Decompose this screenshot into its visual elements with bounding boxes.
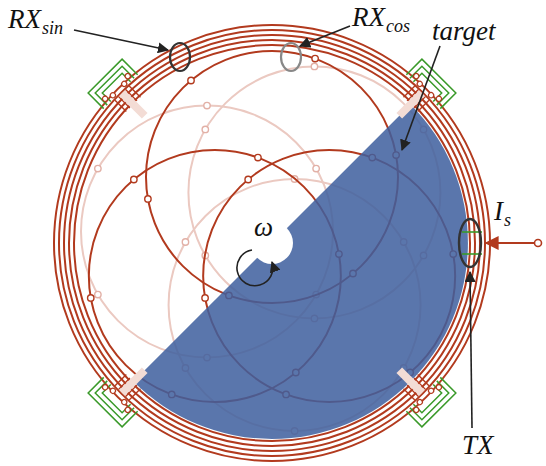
via [95, 165, 101, 171]
tx-winding [69, 40, 475, 446]
via [255, 154, 261, 160]
via [313, 165, 319, 171]
via [204, 102, 210, 108]
via [202, 126, 208, 132]
via [311, 63, 317, 69]
tx-winding [74, 45, 470, 441]
via [95, 291, 101, 297]
tx-winding [59, 30, 485, 456]
crossover [382, 59, 456, 133]
current-subscript: s [504, 211, 511, 229]
tx-feed [459, 219, 542, 267]
via [88, 295, 94, 301]
crossover [88, 353, 162, 427]
signal-subscript: cos [386, 17, 410, 35]
rotation-symbol: ω [254, 214, 273, 241]
signal-name: RX [8, 6, 41, 33]
leader-lines [74, 26, 472, 428]
crossover [382, 353, 456, 427]
via [182, 239, 188, 245]
via [202, 295, 208, 301]
signal-subscript: sin [42, 19, 63, 37]
via [188, 77, 194, 83]
crossover-connectors [88, 59, 456, 427]
tx-winding [54, 25, 490, 461]
coil-name: TX [462, 432, 494, 459]
rx-pickups [170, 43, 301, 71]
crossover [88, 59, 162, 133]
part-name: target [432, 18, 496, 45]
tx-coil [54, 25, 490, 461]
via [245, 176, 251, 182]
via [131, 176, 137, 182]
target-disc [133, 104, 468, 439]
via [312, 55, 318, 61]
current-symbol: I [494, 198, 503, 225]
tx-winding [64, 35, 480, 451]
via [145, 196, 151, 202]
signal-name: RX [352, 4, 385, 31]
